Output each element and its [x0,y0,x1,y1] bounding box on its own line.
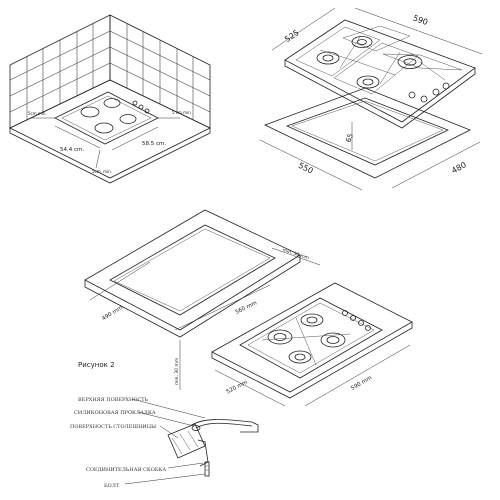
dim-min50-label: min. 50 mm [282,247,310,261]
dim-480-label: 480 [450,160,468,175]
label-countertop: ПОВЕРХНОСТЬ СТОЛЕШНИЦЫ [70,424,156,430]
dim-550-line [259,139,363,191]
fig3-countertop-edge [84,255,301,338]
hob-plate-edge [284,60,476,129]
section-bracket [197,439,209,467]
section-countertop [167,423,206,459]
fig3-cutout-mm: 490 mm 560 mm min. 50 mm min. 30 mm Рису… [78,209,321,390]
dim-65-label: 65 [344,132,355,143]
dim-min50-line [271,247,321,266]
dim-560-line [174,284,271,331]
label-silicone: СИЛИКОНОВАЯ ПРОКЛАДКА [74,410,156,416]
dim-590-line [354,7,483,55]
dim-525-line [271,7,336,51]
countertop-edge [9,128,211,184]
fig3b-hob [239,297,383,379]
dim-525-label: 525 [283,28,301,44]
fig2-hob-cutout: 525 590 65 550 480 [259,7,483,191]
fig3b-hob-inner [247,302,375,374]
countertop [9,79,211,179]
fig3-cutout [109,224,276,316]
dim-left-gap-label: 5cm min. [28,111,47,116]
fig3b-countertop [211,282,413,393]
leader-bracket [167,462,204,469]
knob-2 [138,104,144,110]
fig2-countertop [263,87,471,179]
label-bolt: БОЛТ [104,483,120,489]
fig2-cutout [285,97,450,166]
right-wall-tiles [109,24,211,120]
dim-depth-line [111,126,159,151]
fig3b-burners [261,310,371,366]
dim-bottom-gap-label: 5cm. min. [92,169,112,174]
fig3-caption: Рисунок 2 [78,361,115,369]
section-bolt [204,461,210,477]
dim-width-label: 54.4 cm. [60,147,84,153]
fig1-kitchen-corner: 54.4 cm. 58.5 cm. 5cm min. 5 cm.min 5cm.… [9,14,211,184]
dim-590-label: 590 [412,13,429,27]
knob-1 [132,100,138,106]
fig3-cutout-inner [113,228,271,312]
dim-width-line [54,125,101,149]
burner-2 [103,98,121,108]
dim-min30-label: min. 30 mm [174,358,180,385]
fig2-cutout-inner [291,100,444,162]
label-top-surface: ВЕРХНЯЯ ПОВЕРХНОСТЬ [78,397,149,403]
dim-depth-label: 58.5 cm. [142,141,166,147]
burner-4 [119,114,137,124]
section-silicone-seal [191,425,201,431]
hob-inner [61,95,152,141]
dim-550-label: 550 [297,161,315,176]
dim-bottom-gap-line [95,149,101,169]
leader-top-surface [131,398,206,419]
left-wall-tiles [9,24,111,120]
burner-3 [94,122,114,134]
dim-520-label: 520 mm [226,380,249,396]
fig2-burners [316,36,450,103]
dim-480-line [391,141,481,189]
dim-520-line [214,369,286,407]
section-top-surface [189,419,259,433]
leader-countertop [159,425,179,439]
leader-silicone [137,411,195,427]
section-top-surface-inner [195,422,253,429]
dim-490-line [89,261,151,301]
dim-right-gap-label: 5 cm.min [172,110,191,115]
dim-490-label: 490 mm [101,305,124,322]
leader-bolt [124,473,206,485]
dim-590mm-line [304,344,411,407]
fig4-cross-section: ВЕРХНЯЯ ПОВЕРХНОСТЬ СИЛИКОНОВАЯ ПРОКЛАДК… [70,397,259,489]
dim-560-label: 560 mm [235,300,258,315]
label-bracket: СОЕДИНИТЕЛЬНАЯ СКОБКА [86,467,166,473]
fig3b-hob-installed: 520 mm 590 mm [211,282,413,407]
knob-3 [144,108,150,114]
burner-1 [80,106,100,118]
fig3b-countertop-edge [211,322,413,399]
